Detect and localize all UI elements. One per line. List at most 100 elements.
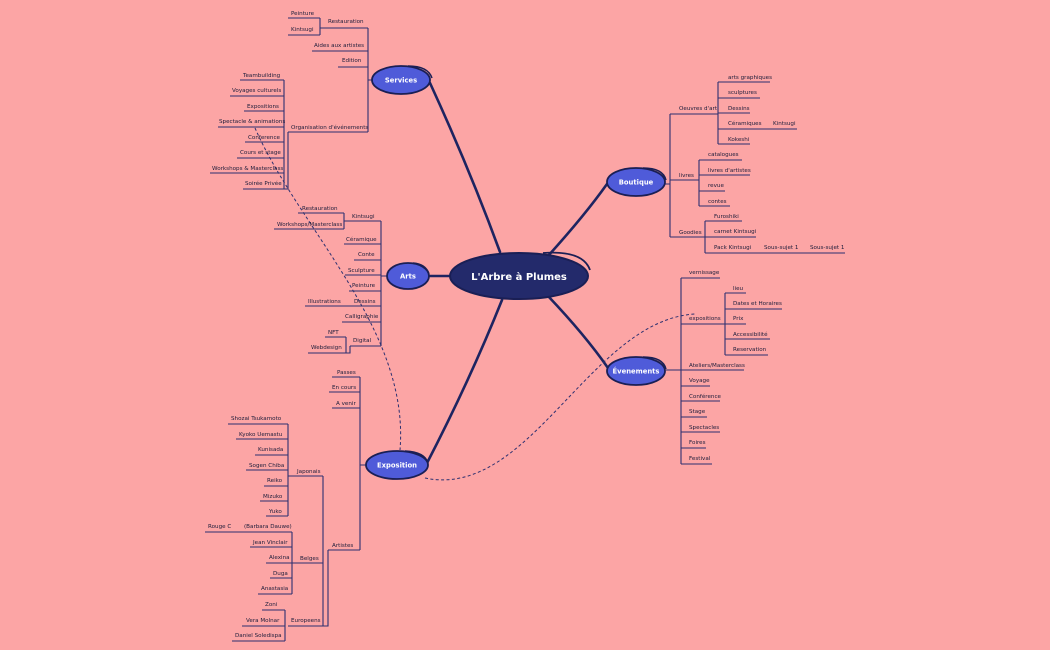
- leaf-label: Zoni: [265, 602, 278, 608]
- node-label: Arts: [400, 273, 416, 281]
- leaf-label: Yuko: [268, 509, 282, 515]
- services-branch: [210, 17, 374, 190]
- exposition-labels: Passes En cours A venir Artistes Japonai…: [208, 370, 356, 639]
- leaf-label: Sous-sujet 1: [810, 245, 845, 251]
- leaf-label: Dessins: [728, 106, 750, 112]
- leaf-label: revue: [708, 183, 724, 189]
- node-exposition[interactable]: Exposition: [365, 450, 429, 480]
- leaf-label: Jean Vinclair: [252, 540, 288, 546]
- leaf-label: sculptures: [728, 90, 757, 96]
- node-boutique[interactable]: Boutique: [606, 167, 667, 197]
- leaf-label: Passes: [337, 370, 356, 376]
- leaf-label: vernissage: [689, 270, 720, 276]
- node-label: Services: [385, 77, 417, 85]
- leaf-label: Restauration: [328, 19, 364, 25]
- leaf-label: Céramique: [346, 236, 377, 243]
- leaf-label: Kintsugi: [352, 214, 375, 220]
- leaf-label: livres: [679, 173, 694, 179]
- leaf-label: Kintsugi: [773, 121, 796, 127]
- leaf-label: Sculpture: [348, 268, 375, 274]
- leaf-label: Pack Kintsugi: [714, 245, 752, 251]
- leaf-label: Soirée Privée: [245, 180, 282, 187]
- leaf-label: Belges: [300, 556, 319, 562]
- leaf-label: Céramiques: [728, 120, 762, 127]
- leaf-label: Accessibilité: [733, 331, 768, 338]
- leaf-label: Webdesign: [311, 345, 342, 351]
- leaf-label: Workshops & Masterclass: [212, 166, 283, 172]
- leaf-label: Europeens: [291, 618, 321, 624]
- leaf-label: Shozai Tsukamoto: [231, 416, 282, 422]
- arts-labels: Kintsugi Restauration Workshops/Mastercl…: [277, 206, 379, 351]
- boutique-labels: Oeuvres d'art arts graphiques sculptures…: [679, 75, 845, 251]
- leaf-label: Teambuilding: [242, 73, 281, 79]
- leaf-label: Mizuko: [263, 494, 283, 500]
- leaf-label: Alexina: [269, 555, 290, 561]
- leaf-label: contes: [708, 199, 727, 205]
- leaf-label: Conference: [248, 135, 281, 141]
- leaf-label: Voyages culturels: [232, 88, 281, 94]
- leaf-label: Kintsugi: [291, 27, 314, 33]
- leaf-label: Workshops/Masterclass: [277, 222, 342, 228]
- leaf-label: catalogues: [708, 152, 739, 158]
- leaf-label: Stage: [689, 409, 706, 415]
- leaf-label: Reiko: [267, 478, 283, 484]
- leaf-label: livres d'artistes: [708, 168, 751, 174]
- leaf-label: carnet Kintsugi: [714, 229, 757, 235]
- leaf-label: Peinture: [291, 11, 315, 17]
- node-services[interactable]: Services: [371, 65, 433, 95]
- leaf-label: Duga: [273, 571, 288, 577]
- node-evenements[interactable]: Évenements: [606, 356, 667, 386]
- leaf-label: Japonais: [296, 469, 321, 475]
- evenements-branch: [666, 277, 782, 465]
- leaf-label: Ateliers/Masterclass: [689, 363, 745, 369]
- leaf-label: Restauration: [302, 206, 338, 212]
- leaf-label: Oeuvres d'art: [679, 106, 718, 112]
- leaf-label: Kunisada: [258, 447, 283, 453]
- leaf-label: Digital: [353, 338, 372, 344]
- leaf-label: Sous-sujet 1: [764, 245, 799, 251]
- arts-branch: [274, 212, 388, 354]
- leaf-label: Aides aux artistes: [314, 43, 364, 49]
- leaf-label: A venir: [336, 401, 356, 407]
- leaf-label: Goodies: [679, 230, 702, 236]
- exposition-branch: [205, 376, 366, 642]
- evenements-labels: vernissage expositions lieu Dates et Hor…: [689, 270, 782, 462]
- leaf-label: expositions: [689, 316, 721, 322]
- node-label: Évenements: [613, 367, 660, 376]
- leaf-label: Peinture: [352, 283, 376, 289]
- node-label: Boutique: [619, 179, 654, 187]
- relationship-lines: [254, 127, 696, 481]
- leaf-label: Vera Molnar: [246, 618, 280, 624]
- leaf-label: Kokeshi: [728, 137, 750, 143]
- leaf-label: Furoshiki: [714, 214, 739, 220]
- leaf-label: Rouge C: [208, 524, 231, 530]
- leaf-label: (Barbara Dauwe): [244, 524, 292, 530]
- leaf-label: Daniel Soledispa: [235, 633, 282, 639]
- node-label: Exposition: [377, 462, 417, 470]
- leaf-label: Expositions: [247, 104, 279, 110]
- leaf-label: Conte: [358, 252, 375, 258]
- leaf-label: Sogen Chiba: [249, 463, 284, 469]
- leaf-label: Festival: [689, 456, 711, 462]
- leaf-label: Spectacle & animations: [219, 119, 285, 125]
- trunk-lines: [424, 81, 610, 467]
- leaf-label: Illustrations: [308, 299, 341, 305]
- services-labels: Restauration Peinture Kintsugi Aides aux…: [212, 11, 368, 187]
- leaf-label: Anastasia: [261, 586, 288, 592]
- leaf-label: Dates et Horaires: [733, 301, 782, 307]
- leaf-label: Conférence: [689, 393, 722, 400]
- leaf-label: Artistes: [332, 543, 353, 549]
- leaf-label: Organisation d'événements: [291, 124, 368, 131]
- central-node[interactable]: L'Arbre à Plumes: [449, 251, 591, 300]
- leaf-label: Edition: [342, 58, 362, 64]
- leaf-label: Calligraphie: [345, 314, 379, 320]
- leaf-label: Dessins: [354, 299, 376, 305]
- leaf-label: Voyage: [689, 378, 710, 384]
- leaf-label: Reservation: [733, 347, 767, 353]
- leaf-label: arts graphiques: [728, 75, 772, 81]
- node-arts[interactable]: Arts: [386, 262, 430, 290]
- leaf-label: Kyoko Uemastu: [239, 432, 283, 438]
- leaf-label: Prix: [733, 316, 744, 322]
- central-title: L'Arbre à Plumes: [471, 271, 567, 283]
